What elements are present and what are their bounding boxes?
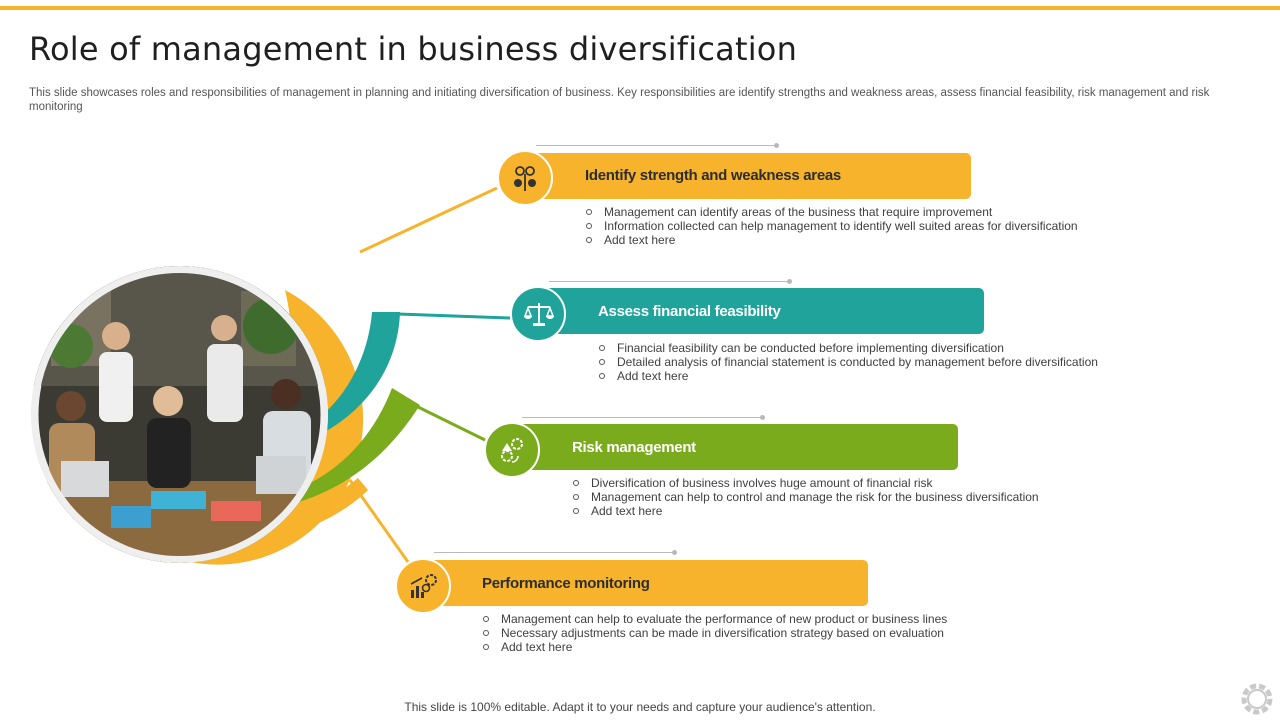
arc-teal (300, 312, 400, 444)
gear-icon (1241, 683, 1273, 715)
item-3-band (513, 424, 958, 470)
item-3-icon-circle (484, 422, 540, 478)
item-3-connector (522, 415, 765, 420)
arc-green (285, 388, 420, 506)
item-4-bullet: Management can help to evaluate the perf… (482, 612, 947, 626)
item-4-bullet: Necessary adjustments can be made in div… (482, 626, 947, 640)
team-photo (31, 266, 328, 563)
item-3-bullet: Add text here (572, 504, 1039, 518)
item-2-connector (549, 279, 792, 284)
item-1-bullet: Information collected can help managemen… (585, 219, 1078, 233)
slide-footer: This slide is 100% editable. Adapt it to… (404, 700, 876, 714)
item-4-connector (434, 550, 677, 555)
strength-weakness-icon (514, 166, 536, 191)
item-2-band (540, 288, 984, 334)
connector-line-1 (359, 186, 498, 254)
item-3-bullet: Management can help to control and manag… (572, 490, 1039, 504)
item-1-bullets: Management can identify areas of the bus… (585, 205, 1078, 247)
item-3-title: Risk management (572, 439, 696, 456)
item-2-bullet: Financial feasibility can be conducted b… (598, 341, 1098, 355)
item-1-bullet: Management can identify areas of the bus… (585, 205, 1078, 219)
slide-subtitle: This slide showcases roles and responsib… (29, 87, 1210, 113)
item-3-bullet: Diversification of business involves hug… (572, 476, 1039, 490)
item-4-band (425, 560, 868, 606)
balance-scale-icon (524, 303, 554, 326)
item-4-bullets: Management can help to evaluate the perf… (482, 612, 947, 654)
risk-gears-icon (501, 438, 523, 463)
item-1-bullet: Add text here (585, 233, 1078, 247)
item-2-title: Assess financial feasibility (598, 303, 781, 320)
item-2-bullet: Detailed analysis of financial statement… (598, 355, 1098, 369)
connector-line-4 (348, 479, 410, 563)
connector-line-3 (411, 402, 486, 442)
item-4-bullet: Add text here (482, 640, 947, 654)
item-1-connector (536, 143, 779, 148)
performance-chart-icon (410, 574, 437, 598)
item-2-bullets: Financial feasibility can be conducted b… (598, 341, 1098, 383)
item-1-title: Identify strength and weakness areas (585, 167, 841, 184)
item-3-bullets: Diversification of business involves hug… (572, 476, 1039, 518)
connector-line-2 (397, 312, 511, 320)
slide-title: Role of management in business diversifi… (29, 30, 798, 68)
item-4-title: Performance monitoring (482, 575, 650, 592)
item-2-bullet: Add text here (598, 369, 1098, 383)
item-2-icon-circle (510, 286, 566, 342)
item-4-icon-circle (395, 558, 451, 614)
top-accent-bar (0, 6, 1280, 10)
item-1-band (527, 153, 971, 199)
item-1-icon-circle (497, 150, 553, 206)
